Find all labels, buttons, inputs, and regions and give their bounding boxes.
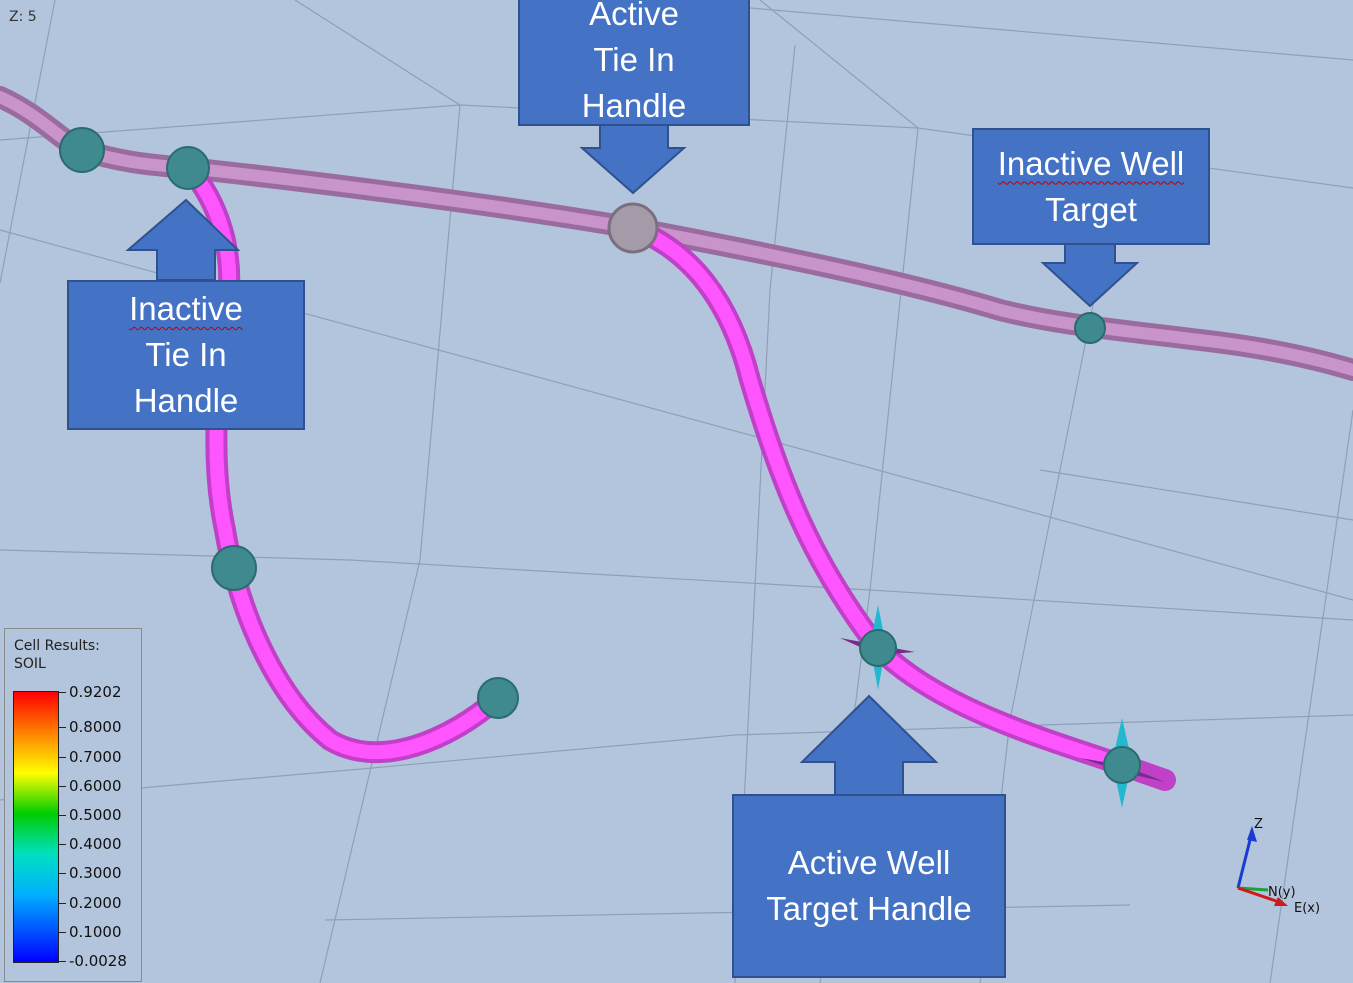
legend-value: 0.6000 — [69, 777, 122, 795]
legend-title-line: SOIL — [14, 656, 46, 672]
legend-value: 0.1000 — [69, 923, 122, 941]
well-target-handle[interactable] — [1103, 746, 1141, 784]
legend-tick — [58, 815, 66, 816]
down-arrow-icon — [1040, 243, 1140, 308]
handle-sphere[interactable] — [211, 545, 257, 591]
legend-tick — [58, 692, 66, 693]
callout-line: Target — [1045, 190, 1137, 228]
handle-sphere[interactable] — [477, 677, 519, 719]
z-axis — [1236, 831, 1254, 889]
callout-word: Inactive — [129, 290, 243, 327]
legend-tick — [58, 932, 66, 933]
callout-line: Target Handle — [766, 890, 972, 927]
z-scale-label: Z: 5 — [9, 9, 37, 25]
callout-line: Handle — [133, 382, 239, 419]
callout-word: Inactive Well — [997, 144, 1185, 182]
legend-title: Cell Results: SOIL — [14, 637, 100, 673]
legend-title-line: Cell Results: — [14, 638, 100, 654]
right-well-highlight — [626, 221, 1129, 772]
legend-tick — [58, 873, 66, 874]
e-axis-label: E(x) — [1294, 901, 1321, 916]
legend-tick — [58, 961, 66, 962]
color-legend: Cell Results: SOIL 0.9202 0.8000 0.7000 … — [4, 628, 142, 982]
active-tie-in-handle[interactable] — [607, 202, 659, 254]
e-axis-arrow-icon — [1274, 897, 1288, 906]
inactive-well-target[interactable] — [1074, 312, 1106, 344]
legend-tick — [58, 786, 66, 787]
handle-sphere[interactable] — [59, 127, 105, 173]
callout-line: Active Well — [787, 844, 951, 881]
handles — [59, 127, 1165, 808]
legend-value: 0.9202 — [69, 683, 122, 701]
legend-value: 0.7000 — [69, 748, 122, 766]
e-axis — [1237, 886, 1283, 905]
legend-value: 0.4000 — [69, 835, 122, 853]
legend-tick — [58, 727, 66, 728]
legend-value: -0.0028 — [69, 952, 127, 970]
callout-line: Inactive Well — [998, 141, 1184, 187]
legend-color-bar — [13, 691, 59, 963]
z-axis-label: Z — [1254, 817, 1263, 832]
legend-value: 0.3000 — [69, 864, 122, 882]
callout-line: Handle — [581, 87, 687, 124]
axis-triad — [1236, 826, 1288, 906]
legend-tick — [58, 844, 66, 845]
n-axis-label: N(y) — [1268, 885, 1296, 900]
left-well-highlight — [181, 161, 505, 760]
callout-line: Tie In — [593, 41, 675, 78]
legend-value: 0.5000 — [69, 806, 122, 824]
active-well-target-handle[interactable] — [859, 629, 897, 667]
axis-triad-labels: Z N(y) E(x) — [1232, 815, 1342, 925]
down-arrow-icon — [579, 124, 687, 195]
callout-line: Tie In — [145, 336, 227, 373]
z-axis-arrow-icon — [1247, 826, 1257, 842]
legend-value: 0.8000 — [69, 718, 122, 736]
up-arrow-icon — [799, 694, 939, 796]
legend-value: 0.2000 — [69, 894, 122, 912]
callout-line: Inactive — [129, 286, 243, 332]
legend-tick — [58, 903, 66, 904]
callout-line: Active — [589, 0, 679, 32]
inactive-tie-in-handle[interactable] — [166, 146, 210, 190]
legend-tick — [58, 757, 66, 758]
